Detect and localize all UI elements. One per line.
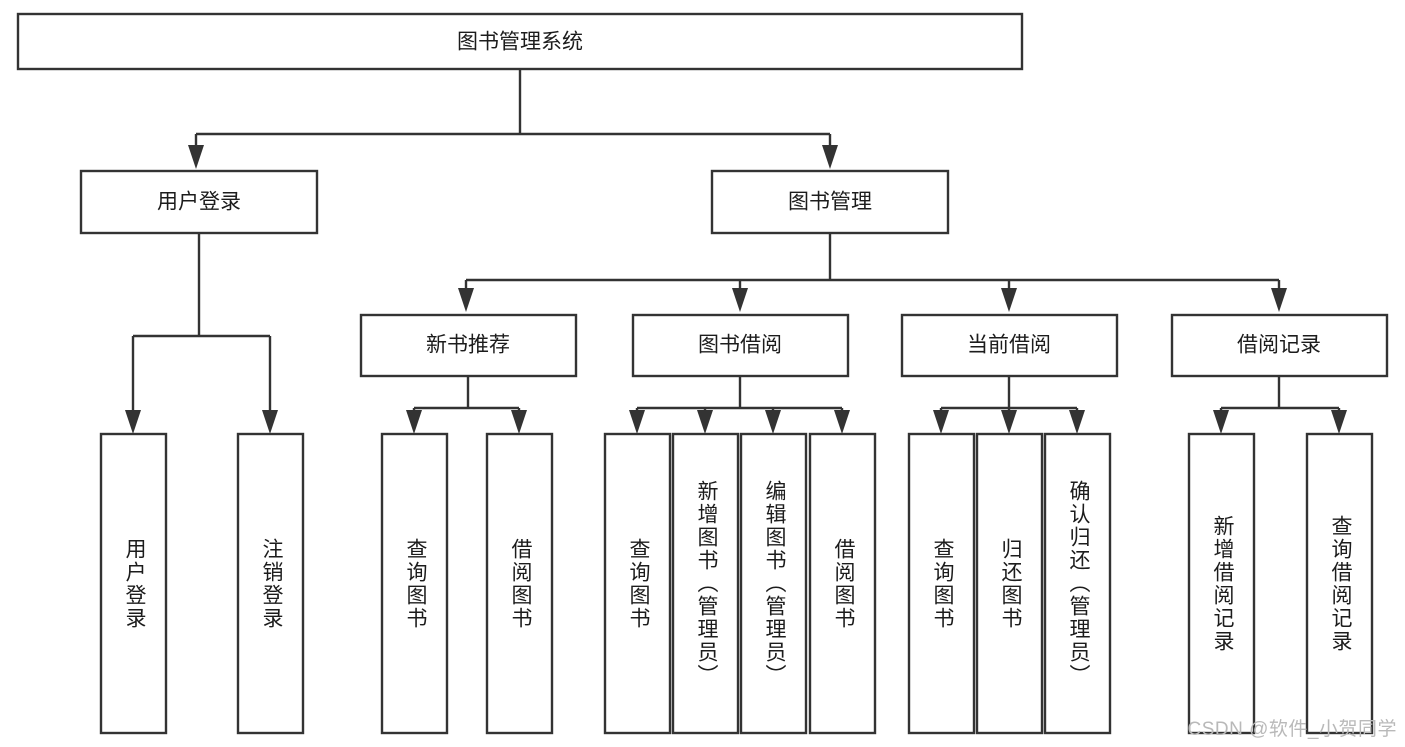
- edge-group-book-borrow-to-leaves: [629, 376, 850, 434]
- arrow-head-icon: [697, 410, 713, 434]
- leaf-box-query-book-3[interactable]: [907, 432, 976, 735]
- node-borrow-record[interactable]: 借阅记录: [1170, 313, 1389, 378]
- leaf-box-add-record[interactable]: [1187, 432, 1256, 735]
- node-current-borrow[interactable]: 当前借阅: [900, 313, 1119, 378]
- arrow-head-icon: [822, 145, 838, 169]
- leaf-box-query-book-1[interactable]: [380, 432, 449, 735]
- edge-group-current-borrow-to-leaves: [933, 376, 1085, 434]
- node-book-borrow-box[interactable]: [631, 313, 850, 378]
- edge-group-borrow-record-to-leaves: [1213, 376, 1347, 434]
- arrow-head-icon: [834, 410, 850, 434]
- arrow-head-icon: [1213, 410, 1229, 434]
- arrow-head-icon: [406, 410, 422, 434]
- node-book-borrow[interactable]: 图书借阅: [631, 313, 850, 378]
- edge-group-book-manage-to-level3: [458, 234, 1287, 312]
- node-book-manage[interactable]: 图书管理: [710, 169, 950, 235]
- leaf-box-user-login[interactable]: [99, 432, 168, 735]
- leaf-box-add-book[interactable]: [671, 432, 740, 735]
- node-book-manage-label: 图书管理: [788, 191, 872, 214]
- node-root[interactable]: 图书管理系统: [16, 12, 1024, 71]
- arrow-head-icon: [1069, 410, 1085, 434]
- node-root-box[interactable]: [16, 12, 1024, 71]
- arrow-head-icon: [1001, 288, 1017, 312]
- leaf-box-borrow-book-2[interactable]: [808, 432, 877, 735]
- leaf-box-confirm-return[interactable]: [1043, 432, 1112, 735]
- leaf-box-user-logout[interactable]: [236, 432, 305, 735]
- arrow-head-icon: [1271, 288, 1287, 312]
- node-user-login-box[interactable]: [79, 169, 319, 235]
- arrow-head-icon: [1001, 410, 1017, 434]
- arrow-head-icon: [629, 410, 645, 434]
- node-user-login[interactable]: 用户登录: [79, 169, 319, 235]
- arrow-head-icon: [125, 410, 141, 434]
- node-borrow-record-label: 借阅记录: [1237, 334, 1321, 357]
- node-book-borrow-label: 图书借阅: [698, 334, 782, 357]
- leaf-box-group: [99, 432, 1374, 735]
- node-new-book-recommend-label: 新书推荐: [426, 334, 510, 357]
- node-current-borrow-label: 当前借阅: [967, 334, 1051, 357]
- arrow-head-icon: [188, 145, 204, 169]
- arrow-head-icon: [458, 288, 474, 312]
- leaf-box-query-book-2[interactable]: [603, 432, 672, 735]
- leaf-box-query-record[interactable]: [1305, 432, 1374, 735]
- node-new-book-recommend[interactable]: 新书推荐: [359, 313, 578, 378]
- node-root-label: 图书管理系统: [457, 31, 583, 54]
- node-current-borrow-box[interactable]: [900, 313, 1119, 378]
- watermark-text: CSDN @软件_小贺同学: [1187, 719, 1397, 740]
- leaf-box-borrow-book-1[interactable]: [485, 432, 554, 735]
- leaf-box-edit-book[interactable]: [739, 432, 808, 735]
- edge-group-user-login-to-leaves: [125, 234, 278, 434]
- arrow-head-icon: [933, 410, 949, 434]
- node-book-manage-box[interactable]: [710, 169, 950, 235]
- arrow-head-icon: [511, 410, 527, 434]
- arrow-head-icon: [732, 288, 748, 312]
- arrow-head-icon: [765, 410, 781, 434]
- node-borrow-record-box[interactable]: [1170, 313, 1389, 378]
- edge-group-new-book-recommend-to-leaves: [406, 376, 527, 434]
- edge-group-root-to-level2: [188, 69, 838, 169]
- arrow-head-icon: [1331, 410, 1347, 434]
- node-new-book-recommend-box[interactable]: [359, 313, 578, 378]
- leaf-box-return-book[interactable]: [975, 432, 1044, 735]
- arrow-head-icon: [262, 410, 278, 434]
- node-user-login-label: 用户登录: [157, 191, 241, 214]
